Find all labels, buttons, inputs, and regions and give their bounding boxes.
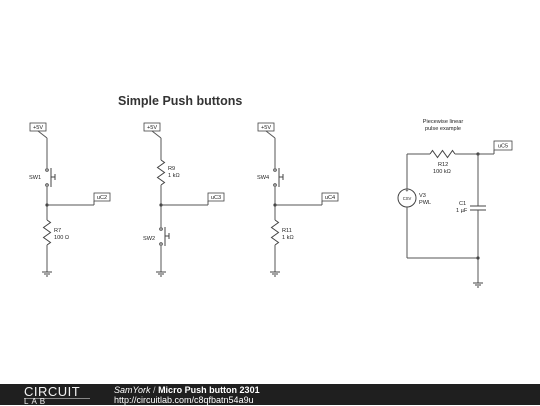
value-r7: 100 Ω bbox=[54, 235, 69, 241]
value-r11: 1 kΩ bbox=[282, 235, 294, 241]
svg-text:uC3: uC3 bbox=[211, 195, 221, 201]
label-r7: R7 bbox=[54, 228, 61, 234]
svg-text:+5V: +5V bbox=[147, 125, 157, 131]
pushbutton-sw2 bbox=[159, 227, 170, 246]
credit-line: SamYork / Micro Push button 2301 bbox=[114, 385, 260, 395]
supply-tag-3: +5V bbox=[257, 122, 276, 139]
circuit-1: +5V SW1 uC2 R7 100 Ω bbox=[29, 122, 111, 277]
ground-1 bbox=[42, 271, 52, 277]
output-tag-uc2: uC2 bbox=[93, 192, 111, 205]
svg-text:uC2: uC2 bbox=[97, 195, 107, 201]
logo-divider bbox=[24, 398, 90, 399]
label-r11: R11 bbox=[282, 228, 292, 234]
supply-tag-2: +5V bbox=[143, 122, 162, 139]
svg-text:uC4: uC4 bbox=[325, 195, 335, 201]
label-sw1: SW1 bbox=[29, 175, 41, 181]
author-link[interactable]: SamYork bbox=[114, 385, 151, 395]
value-v3: PWL bbox=[419, 200, 431, 206]
circuit-2: +5V R9 1 kΩ uC3 SW2 bbox=[143, 122, 225, 277]
value-r9: 1 kΩ bbox=[168, 173, 180, 179]
value-c1: 1 µF bbox=[456, 208, 468, 214]
resistor-r11 bbox=[270, 219, 280, 246]
resistor-r12 bbox=[429, 149, 456, 159]
svg-text:+5V: +5V bbox=[261, 125, 271, 131]
label-sw4: SW4 bbox=[257, 175, 269, 181]
svg-text:+5V: +5V bbox=[33, 125, 43, 131]
capacitor-c1 bbox=[470, 205, 486, 211]
pushbutton-sw4 bbox=[273, 168, 284, 187]
label-c1: C1 bbox=[459, 201, 466, 207]
circuit-title: Micro Push button 2301 bbox=[158, 385, 260, 395]
note-line-1: Piecewise linear bbox=[423, 119, 464, 125]
label-r9: R9 bbox=[168, 166, 175, 172]
output-tag-uc3: uC3 bbox=[207, 192, 225, 205]
circuitlab-logo: CIRCUIT bbox=[24, 384, 81, 399]
ground-3 bbox=[270, 271, 280, 277]
schematic-canvas: Simple Push buttons +5V SW1 uC2 R7 100 Ω bbox=[29, 94, 513, 288]
circuitlab-logo-sub: LAB bbox=[24, 397, 49, 406]
ground-2 bbox=[156, 271, 166, 277]
circuit-3: +5V SW4 uC4 R11 1 kΩ bbox=[257, 122, 339, 277]
svg-text:+: + bbox=[406, 189, 409, 195]
note-line-2: pulse example bbox=[425, 126, 461, 132]
voltage-source-v3: CSV + bbox=[397, 188, 417, 208]
ground-4 bbox=[473, 282, 483, 288]
resistor-r7 bbox=[42, 219, 52, 246]
circuit-4: Piecewise linear pulse example R12 100 k… bbox=[397, 119, 513, 288]
label-sw2: SW2 bbox=[143, 236, 155, 242]
credit-separator: / bbox=[153, 385, 156, 395]
output-tag-uc5: uC5 bbox=[493, 140, 513, 154]
footer-bar: CIRCUIT LAB SamYork / Micro Push button … bbox=[0, 384, 540, 406]
value-r12: 100 kΩ bbox=[433, 169, 451, 175]
supply-tag-1: +5V bbox=[29, 122, 48, 139]
resistor-r9 bbox=[156, 159, 166, 186]
pushbutton-sw1 bbox=[45, 168, 56, 187]
label-r12: R12 bbox=[438, 162, 448, 168]
svg-text:CSV: CSV bbox=[403, 196, 412, 201]
output-tag-uc4: uC4 bbox=[321, 192, 339, 205]
circuit-url-link[interactable]: http://circuitlab.com/c8qfbatn54a9u bbox=[114, 395, 254, 405]
label-v3: V3 bbox=[419, 193, 426, 199]
diagram-title: Simple Push buttons bbox=[118, 94, 242, 108]
svg-text:uC5: uC5 bbox=[498, 144, 508, 150]
